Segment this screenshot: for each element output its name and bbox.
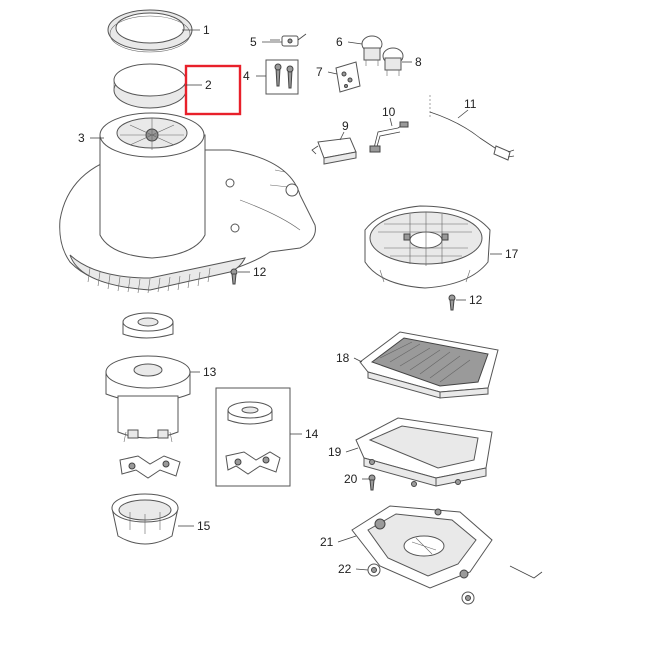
housing-fins	[87, 267, 211, 294]
callout-6: 6	[336, 35, 343, 49]
callout-8: 8	[415, 55, 422, 69]
part-17-fan-grille	[364, 205, 491, 289]
part-12-screw-left	[230, 268, 238, 285]
callout-11: 11	[464, 97, 477, 111]
part-9-capacitor	[311, 137, 357, 165]
part-4-screws	[265, 59, 299, 95]
callout-1: 1	[203, 23, 210, 37]
callout-14: 14	[305, 427, 319, 441]
callout-3: 3	[78, 131, 85, 145]
callout-21: 21	[320, 535, 334, 549]
part-6-rocker-switch	[361, 35, 383, 66]
part-20-screw	[368, 474, 376, 491]
part-18-hepa-filter	[359, 331, 499, 399]
part-11-power-cord	[429, 95, 515, 161]
callout-19: 19	[328, 445, 342, 459]
part-8-knob	[382, 47, 404, 76]
part-14-mounting-kit	[215, 387, 291, 487]
part-15-motor-cup	[111, 493, 179, 545]
allen-key-icon	[509, 565, 543, 579]
part-19-filter-frame	[355, 417, 493, 487]
part-2-filter-disc	[113, 63, 187, 109]
callout-18: 18	[336, 351, 350, 365]
part-10-wire-harness	[369, 121, 409, 153]
callout-17: 17	[505, 247, 519, 261]
part-3-motor-housing	[59, 112, 316, 294]
part-21-base-plate	[351, 505, 493, 589]
part-5-switch	[270, 33, 307, 47]
callout-13: 13	[203, 365, 217, 379]
callout-labels: 1 2 3 4 5 6 7 8 9 10 11 12 12 13 14 15 1…	[78, 23, 519, 576]
part-12-screw-right	[448, 294, 456, 311]
callout-12-right: 12	[469, 293, 483, 307]
callout-15: 15	[197, 519, 211, 533]
callout-20: 20	[344, 472, 358, 486]
callout-5: 5	[250, 35, 257, 49]
callout-4: 4	[243, 69, 250, 83]
callout-7: 7	[316, 65, 323, 79]
callout-2: 2	[205, 78, 212, 92]
part-13-motor	[105, 312, 191, 479]
leader-lines	[90, 29, 502, 571]
callout-12-left: 12	[253, 265, 267, 279]
callout-10: 10	[382, 105, 396, 119]
callout-9: 9	[342, 119, 349, 133]
part-1-ring-seal	[107, 9, 193, 53]
part-7-circuit-board	[335, 61, 361, 93]
callout-22: 22	[338, 562, 352, 576]
part-2-highlight-box	[184, 64, 242, 116]
